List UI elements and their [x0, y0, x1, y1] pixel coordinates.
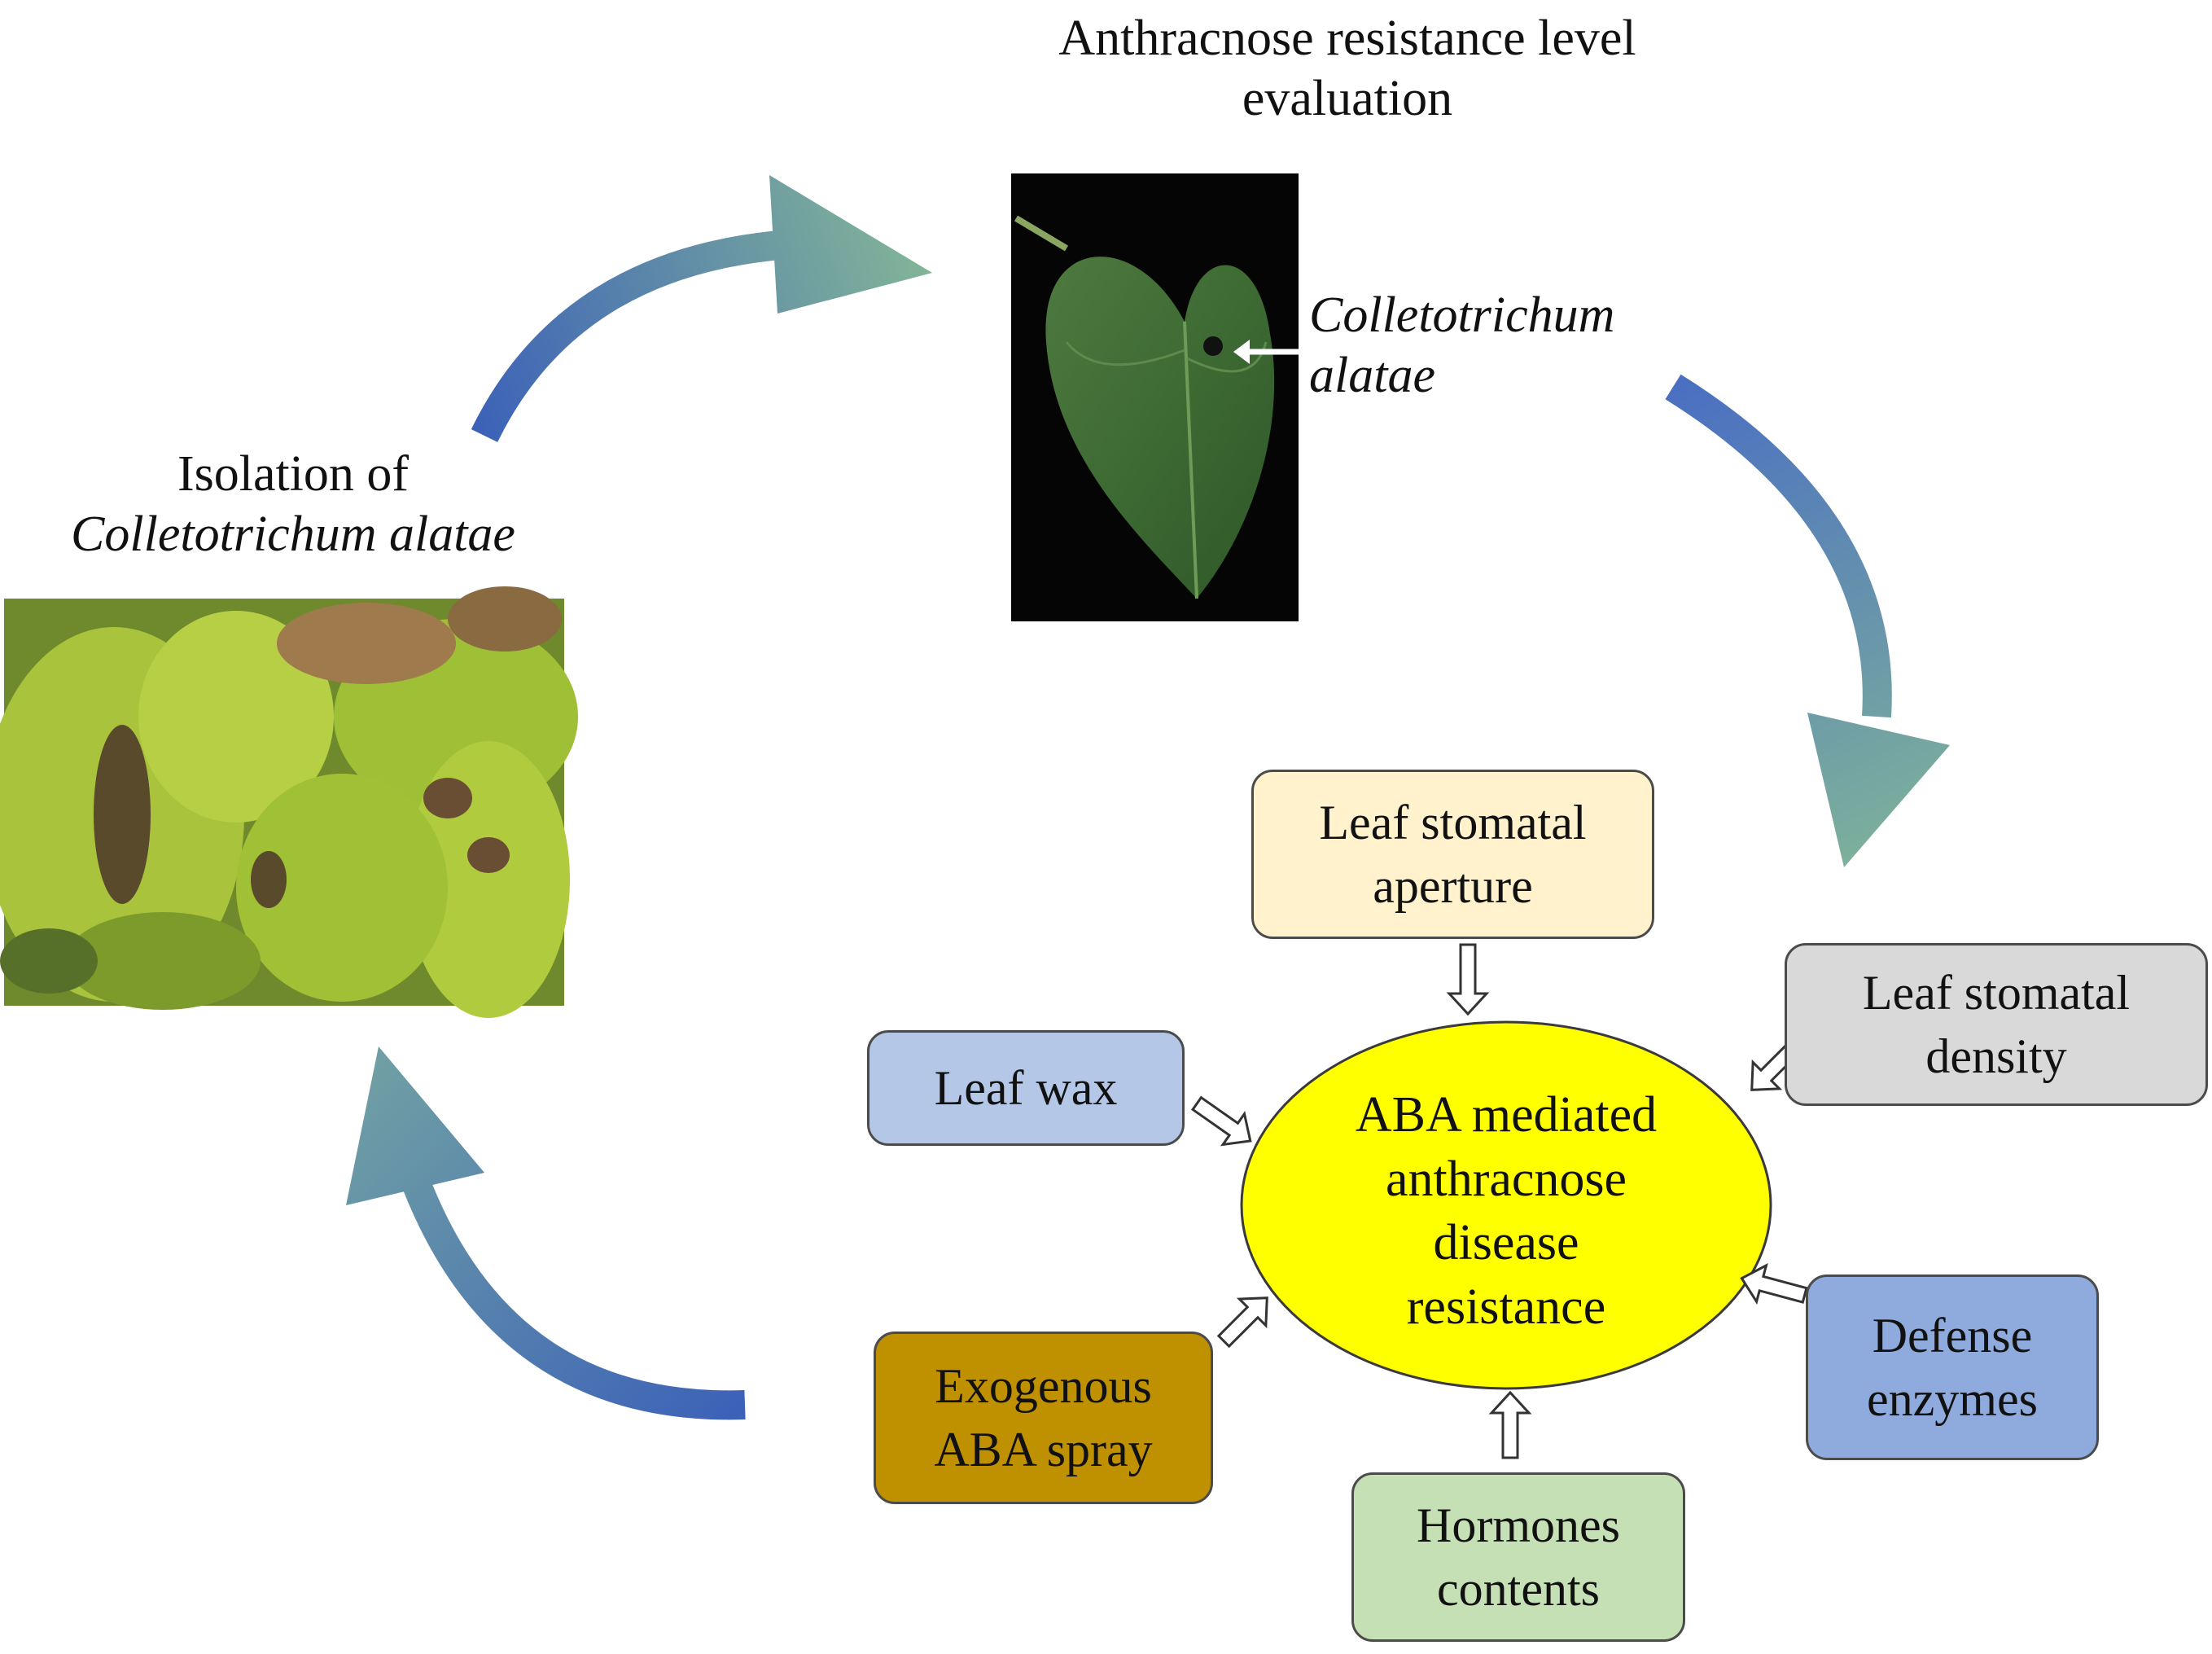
center-label-line4: resistance [1406, 1279, 1606, 1336]
evaluation-title-line2: evaluation [1242, 71, 1453, 127]
factor-box-hormones: Hormones contents [1351, 1472, 1685, 1642]
arrow-spray-to-center [1216, 1296, 1268, 1349]
center-label-line3: disease [1433, 1215, 1579, 1271]
cycle-arrow-top [471, 175, 932, 442]
cycle-arrow-left [346, 1046, 746, 1420]
factor-box-defense-enzymes: Defense enzymes [1806, 1275, 2099, 1460]
inoculated-leaf-photo [1011, 173, 1299, 621]
arrow-wax-to-center [1190, 1095, 1252, 1147]
pathogen-label-line1: Colletotrichum [1309, 287, 1615, 343]
factor-box-leaf-wax: Leaf wax [867, 1030, 1185, 1146]
evaluation-title: Anthracnose resistance level evaluation [961, 8, 1734, 129]
factor-spray-line1: Exogenous [935, 1359, 1152, 1413]
factor-aperture-line1: Leaf stomatal [1319, 796, 1587, 849]
factor-hormones-line2: contents [1437, 1562, 1600, 1616]
factor-density-line2: density [1925, 1029, 2067, 1083]
factor-wax-line1: Leaf wax [934, 1061, 1118, 1115]
pathogen-label-line2: alatae [1309, 348, 1435, 404]
factor-aperture-line2: aperture [1373, 859, 1533, 913]
factor-spray-line2: ABA spray [934, 1423, 1153, 1476]
center-label: ABA mediated anthracnose disease resista… [1286, 1083, 1726, 1340]
factor-density-line1: Leaf stomatal [1862, 966, 2131, 1020]
center-label-line2: anthracnose [1385, 1151, 1627, 1207]
factor-hormones-line1: Hormones [1417, 1498, 1620, 1552]
infected-leaves-photo [0, 586, 578, 1018]
isolation-title-line1: Isolation of [177, 446, 410, 502]
cycle-arrow-right [1665, 374, 1950, 867]
arrow-aperture-to-center [1446, 943, 1490, 1016]
isolation-title: Isolation of Colletotrichum alatae [16, 444, 570, 565]
isolation-title-line2: Colletotrichum alatae [71, 507, 515, 563]
center-label-line1: ABA mediated [1355, 1087, 1658, 1143]
factor-box-stomatal-aperture: Leaf stomatal aperture [1251, 770, 1654, 939]
factor-enzymes-line2: enzymes [1867, 1372, 2038, 1426]
factor-box-stomatal-density: Leaf stomatal density [1785, 943, 2208, 1106]
factor-box-aba-spray: Exogenous ABA spray [874, 1332, 1213, 1504]
arrow-hormones-to-center [1488, 1390, 1532, 1459]
center-ellipse [1240, 1020, 1772, 1390]
factor-enzymes-line1: Defense [1872, 1309, 2033, 1362]
arrow-enzymes-to-center [1740, 1262, 1808, 1305]
evaluation-title-line1: Anthracnose resistance level [1058, 11, 1636, 66]
pathogen-label: Colletotrichum alatae [1309, 285, 1614, 406]
